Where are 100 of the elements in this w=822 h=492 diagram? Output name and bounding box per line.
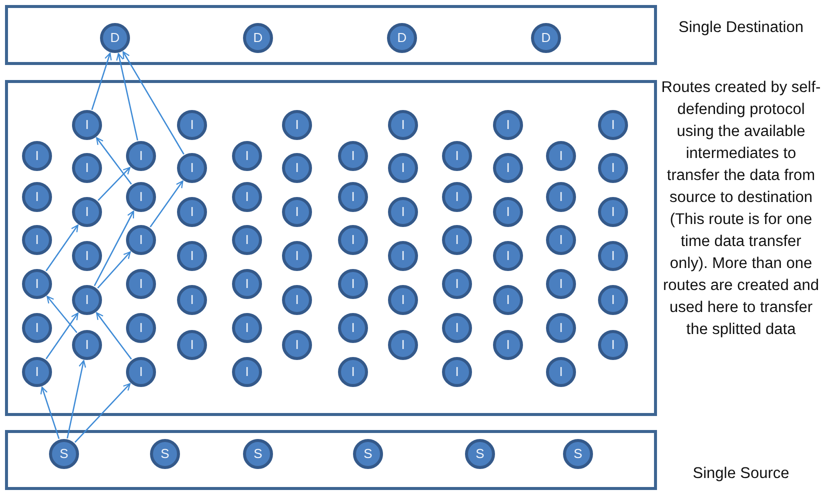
intermediate-node: I [177,197,207,227]
intermediate-node: I [282,197,312,227]
arrow [96,137,132,185]
intermediate-node: I [493,285,523,315]
panel-caption: Single Destination [678,18,804,38]
intermediate-node: I [282,285,312,315]
intermediate-node: I [442,182,472,212]
intermediate-node: I [388,241,418,271]
source-node: S [465,439,495,469]
intermediate-node: I [22,313,52,343]
intermediate-node: I [338,269,368,299]
intermediate-node: I [232,269,262,299]
intermediate-node: I [22,357,52,387]
intermediate-node: I [22,182,52,212]
intermediate-node: I [22,269,52,299]
intermediate-node: I [177,285,207,315]
arrow [66,360,86,438]
intermediate-node: I [282,330,312,360]
source-node: S [150,439,180,469]
intermediate-node: I [442,357,472,387]
intermediate-node: I [493,197,523,227]
intermediate-node: I [72,241,102,271]
intermediate-node: I [232,141,262,171]
destination-node: D [243,23,273,53]
arrow [122,51,184,155]
destination-node: D [100,23,130,53]
intermediate-node: I [232,357,262,387]
intermediate-node: I [338,182,368,212]
destination-node: D [531,23,561,53]
intermediate-node: I [442,225,472,255]
intermediate-node: I [388,197,418,227]
intermediate-node: I [22,225,52,255]
intermediate-node: I [126,225,156,255]
panel-caption: Single Source [692,464,790,484]
arrow [98,166,130,201]
intermediate-node: I [442,141,472,171]
intermediate-node: I [232,313,262,343]
arrow [150,180,184,228]
arrow [46,296,78,334]
intermediate-node: I [338,225,368,255]
intermediate-node: I [338,357,368,387]
destination-node: D [387,23,417,53]
intermediate-node: I [338,141,368,171]
intermediate-node: I [546,313,576,343]
arrow [40,386,60,439]
arrow [46,224,78,272]
intermediate-node: I [72,330,102,360]
source-node: S [243,439,273,469]
intermediate-node: I [338,313,368,343]
intermediate-node: I [126,357,156,387]
intermediate-node: I [388,285,418,315]
arrow [96,312,132,360]
intermediate-node: I [598,110,628,140]
intermediate-node: I [546,182,576,212]
intermediate-node: I [177,153,207,183]
intermediate-node: I [126,313,156,343]
intermediate-node: I [598,197,628,227]
intermediate-node: I [282,153,312,183]
intermediate-node: I [442,269,472,299]
intermediate-node: I [72,110,102,140]
intermediate-node: I [598,285,628,315]
intermediate-node: I [126,269,156,299]
arrow [97,251,131,289]
intermediate-node: I [282,241,312,271]
intermediate-node: I [442,313,472,343]
intermediate-node: I [388,110,418,140]
intermediate-node: I [546,141,576,171]
panel-caption: Routes created by self-defending protocol using the available intermediates to transfer the data from source to destination (This route is for one time data transfer only). More than one routes are created and used here to transfer the splitted data [660,78,822,340]
intermediate-node: I [177,241,207,271]
intermediate-node: I [126,141,156,171]
arrow [91,52,112,110]
intermediate-node: I [493,110,523,140]
intermediate-node: I [546,357,576,387]
source-node: S [353,439,383,469]
intermediate-node: I [232,225,262,255]
intermediate-node: I [493,241,523,271]
arrow [116,53,138,141]
arrow [74,383,131,443]
intermediate-node: I [598,153,628,183]
intermediate-node: I [177,110,207,140]
intermediate-node: I [493,153,523,183]
intermediate-node: I [598,241,628,271]
intermediate-node: I [72,285,102,315]
intermediate-node: I [546,225,576,255]
intermediate-node: I [126,182,156,212]
intermediate-node: I [388,153,418,183]
intermediate-node: I [282,110,312,140]
intermediate-node: I [72,153,102,183]
intermediate-node: I [546,269,576,299]
intermediate-node: I [598,330,628,360]
source-node: S [49,439,79,469]
intermediate-node: I [22,141,52,171]
arrow [46,312,78,360]
intermediate-node: I [493,330,523,360]
intermediate-node: I [177,330,207,360]
intermediate-node: I [232,182,262,212]
source-node: S [563,439,593,469]
intermediate-node: I [72,197,102,227]
arrow [94,210,134,286]
intermediate-node: I [388,330,418,360]
